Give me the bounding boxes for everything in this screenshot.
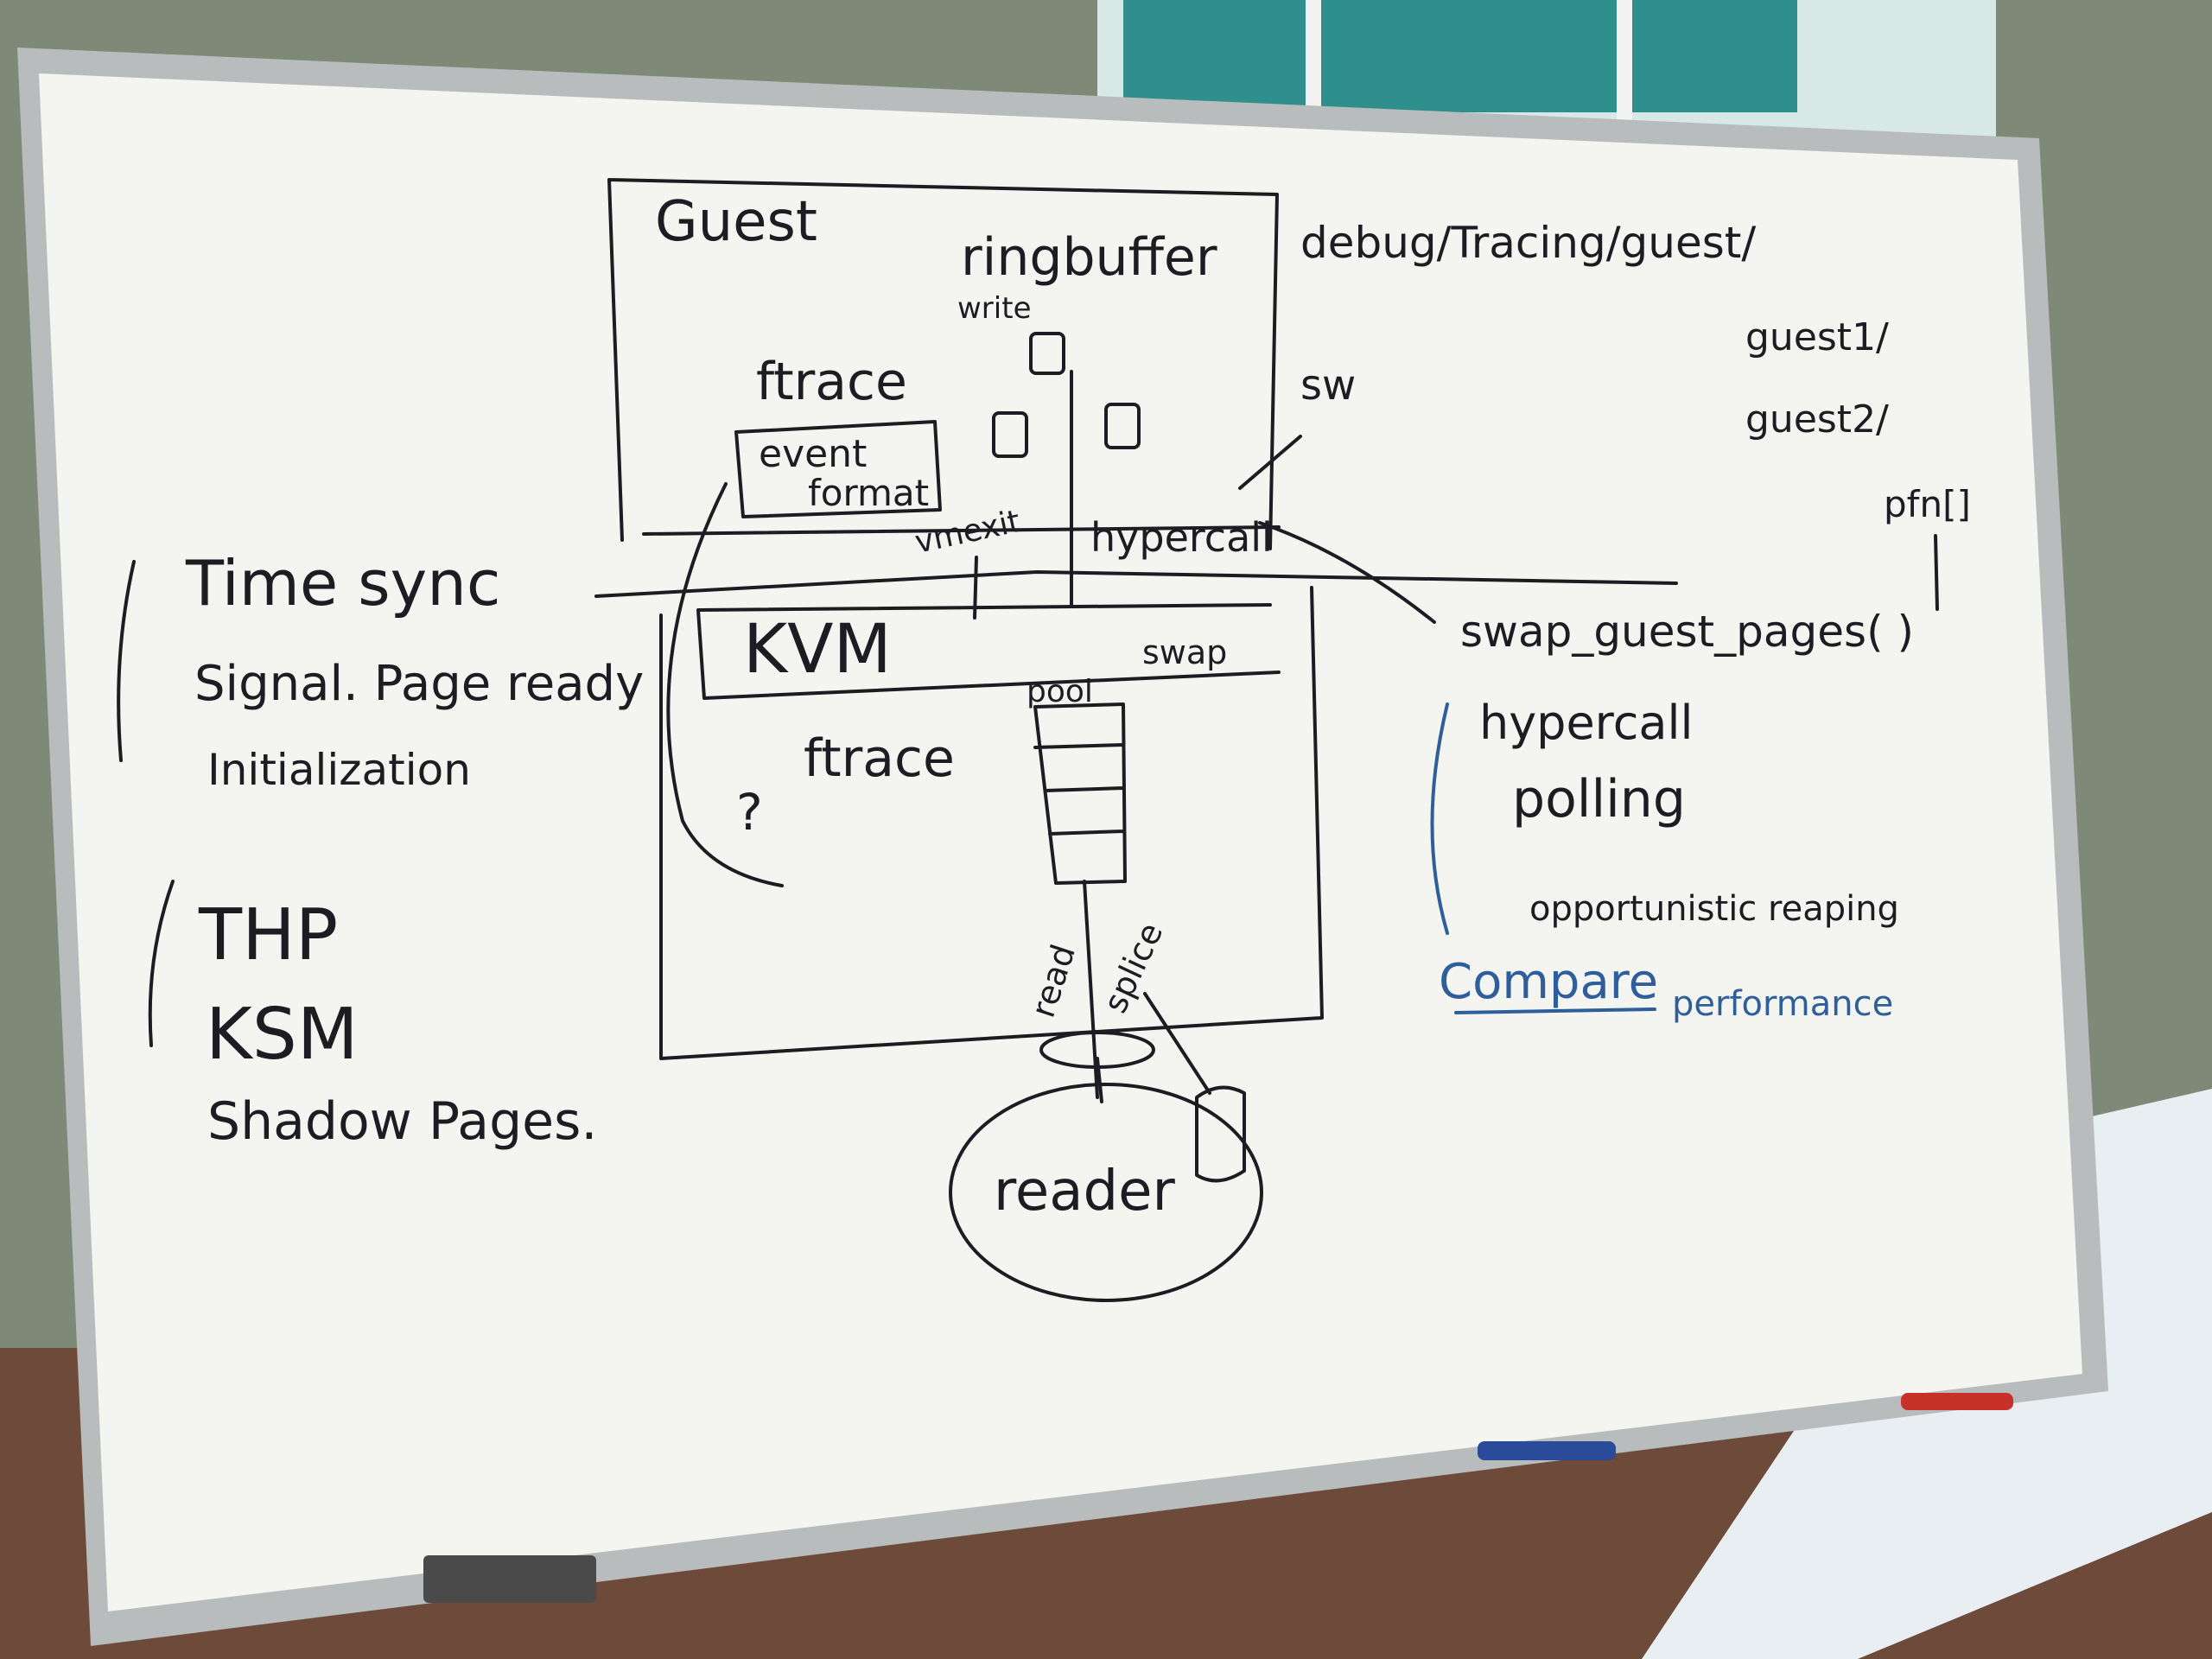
left-list2-item: Shadow Pages. — [207, 1091, 597, 1152]
ringbuffer-cell — [1029, 332, 1065, 375]
compare-underline — [1454, 1007, 1656, 1014]
right-list-item: hypercall — [1479, 696, 1693, 750]
pool-label: pool — [1027, 674, 1093, 709]
brace — [117, 560, 136, 762]
ringbuffer-label: ringbuffer — [961, 227, 1217, 288]
boundary-line — [594, 570, 1678, 598]
marker-red — [1901, 1393, 2013, 1410]
guest2-label: guest2/ — [1745, 397, 1889, 442]
arrow — [1096, 1057, 1103, 1103]
window-awning — [1123, 0, 1797, 112]
arrow — [666, 482, 784, 887]
host-box — [659, 586, 1324, 1060]
reader-label: reader — [994, 1160, 1176, 1224]
arrow — [1238, 435, 1302, 490]
ringbuffer-cell — [1104, 403, 1141, 449]
guest-label: Guest — [655, 190, 817, 254]
arrow — [973, 556, 978, 620]
boundary-line — [642, 525, 1281, 536]
reader-circle — [949, 1083, 1263, 1302]
ftrace-guest-label: ftrace — [756, 352, 907, 412]
left-list2-item: KSM — [206, 994, 359, 1076]
pfn-label: pfn[] — [1884, 483, 1971, 525]
compare-word: Compare — [1439, 954, 1658, 1010]
whiteboard-surface — [39, 73, 2082, 1611]
eraser — [423, 1555, 596, 1603]
hypercall-top-label: hypercall — [1090, 514, 1273, 561]
ringbuffer-cell — [992, 411, 1028, 458]
swap-label: swap — [1142, 633, 1227, 671]
ftrace-host-label: ftrace — [804, 728, 955, 789]
sw-label: sw — [1300, 361, 1356, 410]
question-mark: ? — [736, 783, 763, 842]
kvm-box — [696, 603, 1281, 700]
event-format-line2: format — [808, 472, 929, 514]
left-list-item: Signal. Page ready — [194, 656, 644, 712]
performance-word: performance — [1672, 984, 1893, 1024]
marker-blue — [1478, 1441, 1616, 1460]
left-list2-item: THP — [198, 894, 338, 976]
right-list-item: opportunistic reaping — [1529, 889, 1899, 929]
disk-icon — [1195, 1085, 1246, 1183]
arrow — [1258, 521, 1436, 624]
guest-box — [607, 178, 1279, 550]
guest1-label: guest1/ — [1745, 315, 1889, 359]
right-list-item: polling — [1512, 769, 1686, 830]
left-list-item: Initialization — [207, 745, 471, 795]
pool-stack — [1033, 702, 1127, 885]
write-label: write — [957, 291, 1031, 326]
arrow — [1934, 534, 1939, 611]
flow-line — [1070, 370, 1099, 1099]
left-list-item: Time sync — [185, 547, 500, 620]
event-format-line1: event — [759, 432, 867, 476]
debug-path: debug/Tracing/guest/ — [1300, 218, 1756, 268]
arrow — [1143, 992, 1211, 1095]
kvm-label: KVM — [743, 611, 892, 689]
event-format-box — [734, 420, 942, 518]
brace — [148, 880, 175, 1047]
swap-guest-pages: swap_guest_pages( ) — [1460, 607, 1914, 657]
brace — [1430, 702, 1449, 935]
